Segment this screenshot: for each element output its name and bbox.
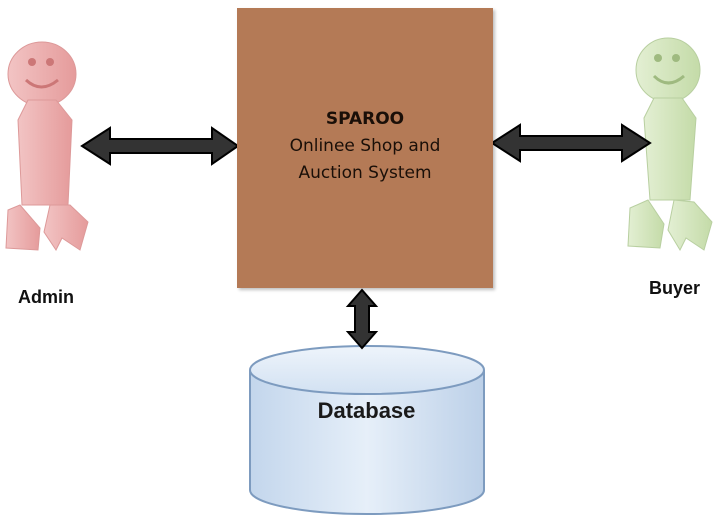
database-label: Database	[317, 398, 416, 423]
admin-actor-icon	[5, 41, 89, 251]
database-cylinder-icon	[249, 345, 485, 515]
system-description-line-2: Auction System	[298, 163, 432, 183]
admin-system-arrow	[80, 126, 240, 166]
buyer-label: Buyer	[649, 278, 701, 298]
system-database-arrow	[345, 288, 379, 350]
system-buyer-arrow	[490, 123, 652, 163]
admin-label: Admin	[18, 287, 74, 307]
buyer-actor-icon	[627, 37, 713, 252]
system-box	[237, 8, 493, 288]
system-description-line-1: Onlinee Shop and	[289, 136, 441, 156]
system-name: SPAROO	[325, 109, 405, 129]
system-text: SPAROO Onlinee Shop and Auction System	[237, 106, 493, 187]
